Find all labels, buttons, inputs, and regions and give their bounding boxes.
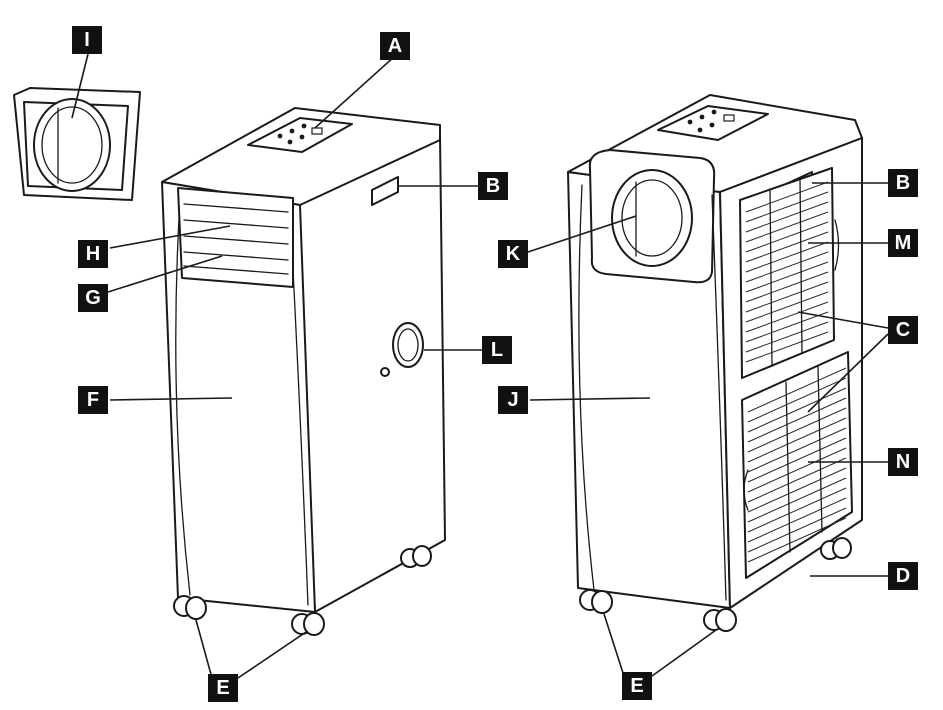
label-I: I [72,26,102,54]
control-buttons-front [277,123,323,145]
label-E-back-text: E [630,675,643,697]
label-B-front: B [478,172,508,200]
label-K: K [498,240,528,268]
lower-filter-grille [741,351,853,579]
label-L: L [482,336,512,364]
label-D-text: D [896,565,910,587]
label-M: M [888,229,918,257]
label-F-text: F [87,389,99,411]
label-H-text: H [86,243,100,265]
label-G: G [78,284,108,312]
window-adapter [13,87,141,201]
label-N: N [888,448,918,476]
label-I-text: I [84,29,90,51]
label-E-front: E [208,674,238,702]
louvers-front [183,203,289,275]
wheels-back [579,537,852,632]
label-H: H [78,240,108,268]
wheels-front [173,545,432,636]
label-D: D [888,562,918,590]
label-C: C [888,316,918,344]
label-M-text: M [895,232,912,254]
label-G-text: G [85,287,101,309]
leader-lines [71,53,889,679]
back-unit [567,94,863,632]
label-B-back: B [888,169,918,197]
label-J-text: J [507,389,518,411]
label-B-front-text: B [486,175,500,197]
label-B-back-text: B [896,172,910,194]
label-F: F [78,386,108,414]
label-E-front-text: E [216,677,229,699]
label-L-text: L [491,339,503,361]
label-A: A [380,32,410,60]
upper-filter-grille [739,167,835,379]
label-J: J [498,386,528,414]
label-A-text: A [388,35,402,57]
label-N-text: N [896,451,910,473]
front-unit [161,107,446,636]
label-C-text: C [896,319,910,341]
control-buttons-back [687,109,735,133]
label-E-back: E [622,672,652,700]
label-K-text: K [506,243,521,265]
